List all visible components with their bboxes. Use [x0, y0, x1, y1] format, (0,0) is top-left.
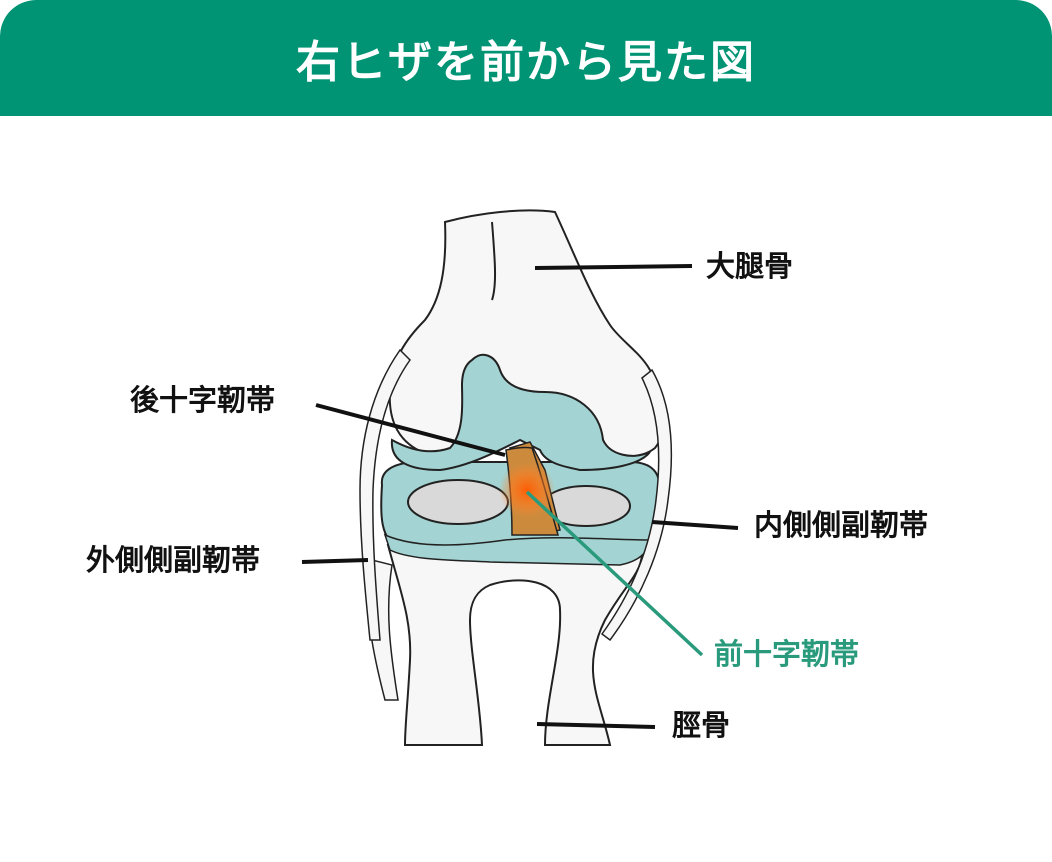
acl-leader [525, 490, 704, 657]
femur-contour [491, 221, 497, 301]
femur-leader [534, 264, 693, 270]
lcl-leader [301, 558, 369, 564]
tibia-label: 脛骨 [672, 708, 731, 742]
femur-label: 大腿骨 [706, 249, 794, 283]
page-title: 右ヒザを前から見た図 [296, 37, 756, 88]
medial-collateral-band [600, 368, 673, 642]
lcl-label: 外側側副靭帯 [86, 543, 261, 577]
pcl-leader [315, 403, 506, 457]
title-banner: 右ヒザを前から見た図 [0, 0, 1052, 116]
pcl-label: 後十字靭帯 [130, 383, 276, 417]
mcl-leader [651, 520, 739, 530]
tibia-leader [536, 722, 656, 729]
lateral-collateral-band [359, 348, 411, 641]
mcl-label: 内側側副靭帯 [754, 508, 929, 542]
lateral-meniscus-hole [407, 479, 509, 525]
acl-label: 前十字靭帯 [714, 637, 860, 671]
tibia-bone [386, 543, 644, 746]
